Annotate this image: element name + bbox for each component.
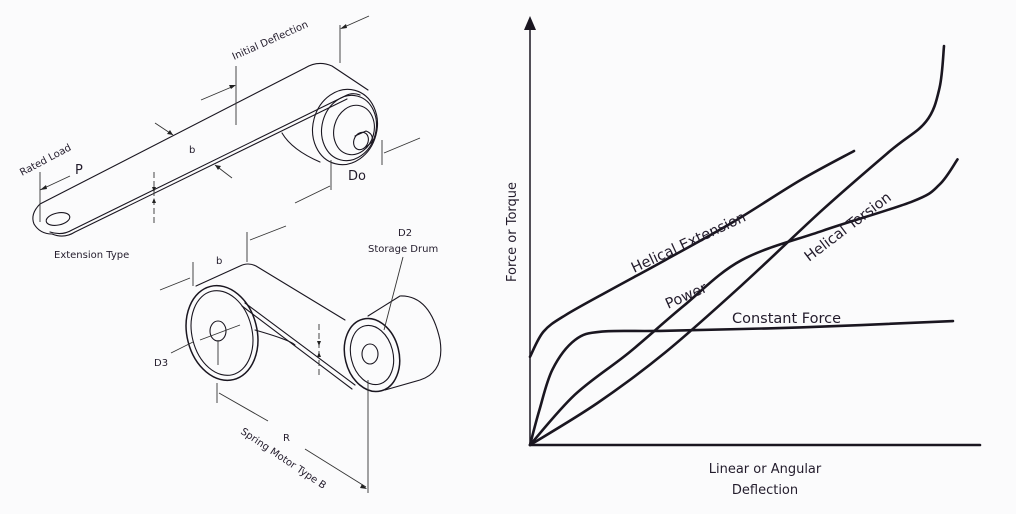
x-axis-label-line1: Linear or Angular bbox=[709, 462, 822, 477]
do-label: Do bbox=[348, 169, 366, 184]
drum-shaft bbox=[353, 131, 369, 151]
init-defl-arrowhead-right bbox=[340, 24, 347, 29]
b2-arrows bbox=[159, 225, 287, 291]
reel-left-outer bbox=[185, 284, 259, 382]
storage-drum-label: Storage Drum bbox=[368, 244, 438, 255]
init-defl-arrowhead-left bbox=[229, 85, 236, 89]
storage-drum-inner bbox=[349, 324, 395, 386]
p-label: P bbox=[75, 163, 83, 178]
series-line-power bbox=[528, 158, 959, 447]
reel-left-spokes bbox=[199, 324, 241, 365]
strip-hole bbox=[45, 212, 71, 226]
storage-drum-hub bbox=[361, 343, 379, 365]
reel-left-body bbox=[254, 329, 296, 346]
strip-bottom-edge-2 bbox=[51, 98, 348, 237]
d2-label: D2 bbox=[398, 228, 412, 239]
belt-top bbox=[195, 263, 346, 321]
drum-body bbox=[281, 132, 321, 163]
do-arrow-right bbox=[383, 137, 421, 154]
belt-lower bbox=[244, 302, 356, 386]
drum-hub bbox=[333, 104, 375, 156]
drum-shaft-side bbox=[354, 130, 373, 148]
r-label: R bbox=[283, 433, 290, 444]
storage-drum-outer bbox=[343, 317, 401, 393]
t-arrows bbox=[152, 187, 156, 203]
b-arrowhead-top bbox=[167, 130, 173, 135]
do-arrow-left bbox=[294, 185, 331, 204]
t2-arrows bbox=[317, 341, 321, 357]
series-label-power: Power bbox=[663, 280, 710, 312]
series-line-constant-force bbox=[528, 319, 955, 447]
extension-type-caption: Extension Type bbox=[54, 250, 129, 261]
storage-drum-body bbox=[367, 295, 442, 391]
series-label-helical-torsion: Helical Torsion bbox=[802, 190, 895, 266]
b-arrowhead-bottom bbox=[215, 165, 221, 170]
drum-inner bbox=[321, 94, 377, 162]
b2-label: b bbox=[216, 256, 222, 267]
series-label-constant-force: Constant Force bbox=[732, 311, 841, 327]
drum-outer bbox=[312, 88, 378, 166]
series-line-helical-extension bbox=[528, 149, 856, 359]
r-arrowhead bbox=[360, 484, 367, 489]
strip-bottom-edge bbox=[49, 93, 361, 235]
d3-leader bbox=[170, 341, 194, 354]
series-line-helical-torsion bbox=[528, 44, 946, 447]
y-axis-label: Force or Torque bbox=[505, 182, 520, 282]
strip-top-edge bbox=[39, 62, 369, 205]
r-dimension-line bbox=[218, 392, 367, 488]
reel-left-inner bbox=[190, 290, 254, 376]
init-defl-arrow-left bbox=[200, 85, 235, 101]
b-label: b bbox=[189, 145, 195, 156]
belt-lower-2 bbox=[241, 305, 353, 390]
y-axis-arrow-icon bbox=[524, 16, 536, 30]
storage-drum-leader bbox=[383, 256, 404, 331]
strip-rounded-end bbox=[32, 203, 53, 235]
b2-ext-lines bbox=[192, 232, 248, 286]
p-arrow bbox=[40, 185, 47, 190]
chart-series bbox=[528, 44, 959, 447]
spring-drawings: Rated Load P b Initial Deflection Do Ext… bbox=[18, 15, 442, 493]
x-axis-label-line2: Deflection bbox=[732, 483, 798, 498]
chart-axes bbox=[524, 16, 982, 447]
d3-label: D3 bbox=[154, 358, 168, 369]
